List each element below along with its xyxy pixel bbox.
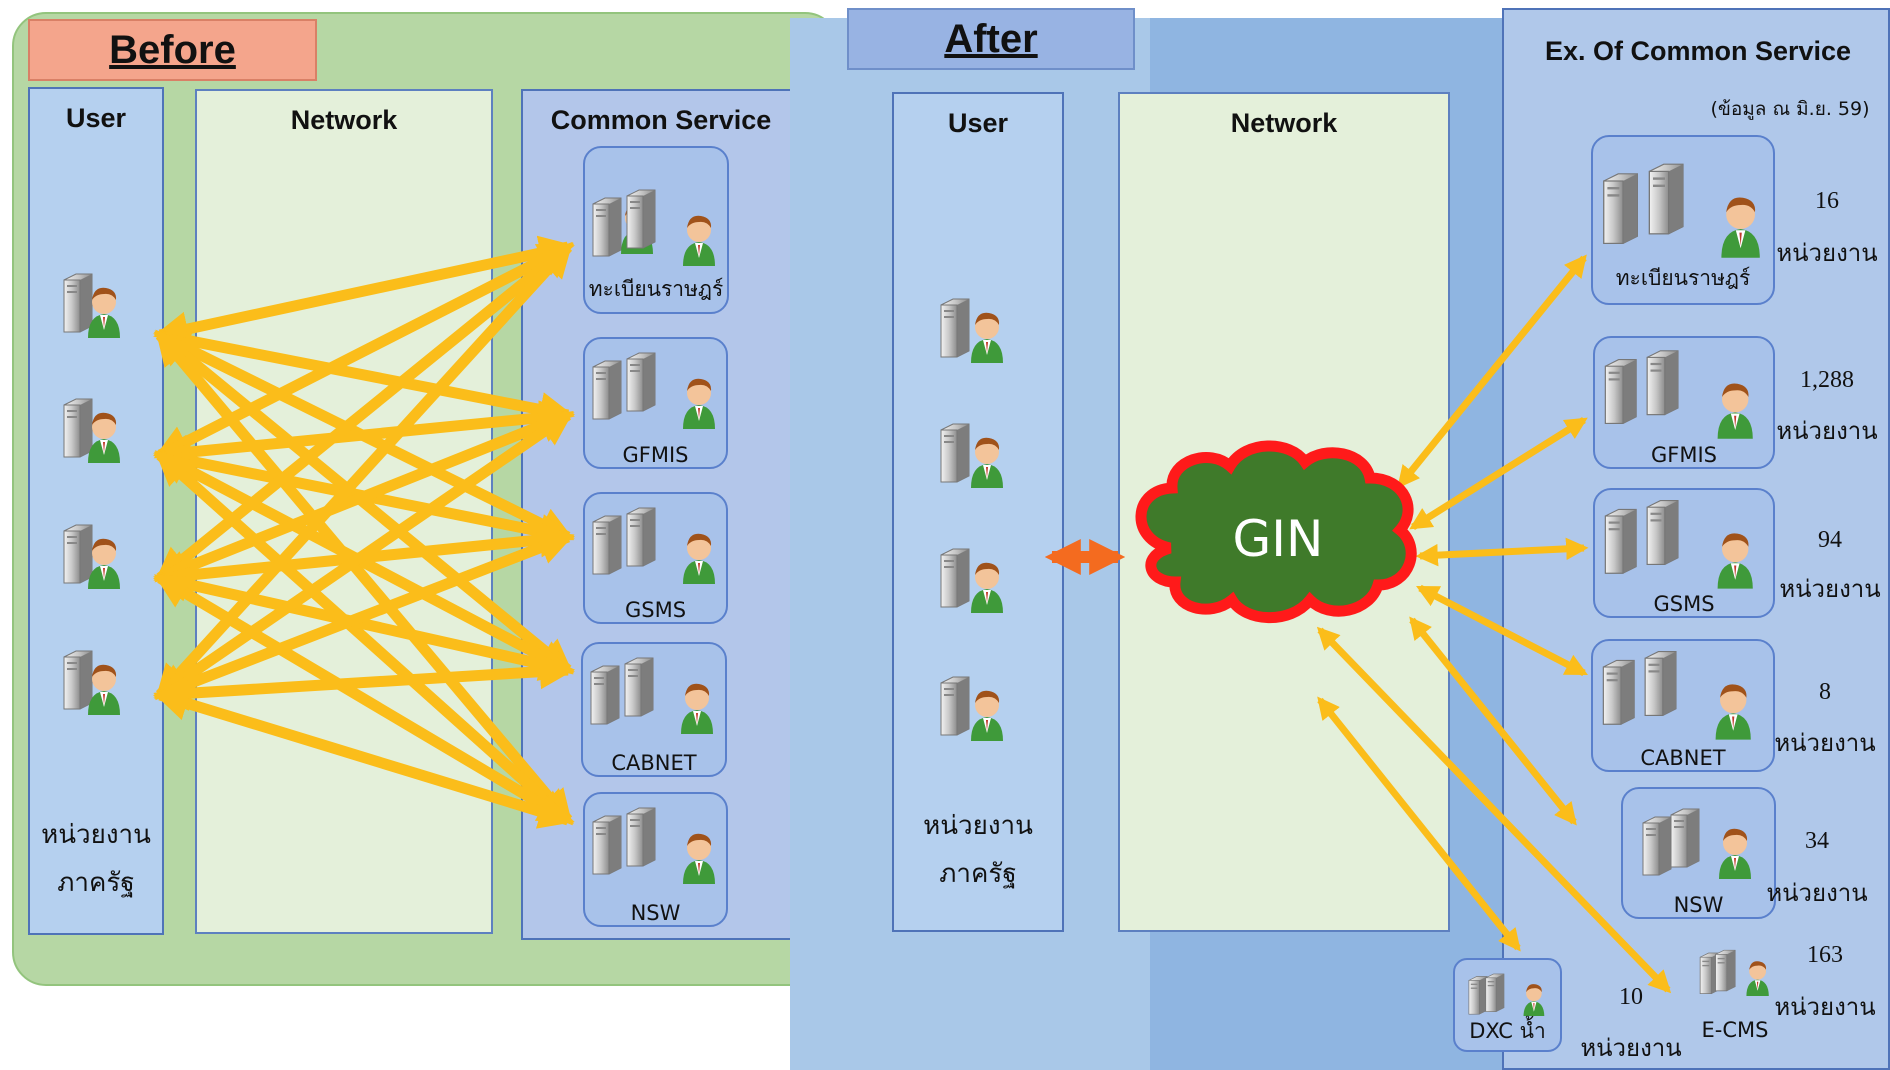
after-service-label-1: GFMIS <box>1651 443 1717 467</box>
before-service-label-3: CABNET <box>611 751 697 775</box>
before-service-label-0: ทะเบียนราษฎร์ <box>588 277 724 301</box>
gin-link-arrow <box>1316 626 1672 994</box>
count-unit-3: หน่วยงาน <box>1774 729 1876 757</box>
before-service-label-2: GSMS <box>624 598 687 622</box>
gin-label: GIN <box>1232 510 1324 568</box>
before-service-box-3: CABNET <box>581 642 727 777</box>
after-title: After <box>944 17 1038 61</box>
after-service-label-2: GSMS <box>1653 592 1715 616</box>
gin-link-arrow <box>1317 696 1521 952</box>
count-unit-2: หน่วยงาน <box>1779 575 1881 603</box>
before-title: Before <box>109 28 236 72</box>
count-value-5: 163 <box>1807 942 1843 968</box>
ex-common-service-title: Ex. Of Common Service <box>1544 36 1852 66</box>
before-user-column: User หน่วยงาน ภาครัฐ <box>28 87 164 935</box>
gin-cloud-icon <box>1135 440 1417 624</box>
before-label: Before <box>28 19 317 81</box>
gin-link-arrow <box>1409 616 1577 826</box>
count-value-2: 94 <box>1818 527 1842 553</box>
after-service-box-2: GSMS <box>1593 488 1775 618</box>
gin-link-arrow <box>1415 537 1589 567</box>
before-unit-line2: ภาครัฐ <box>57 868 135 898</box>
after-label: After <box>847 8 1135 70</box>
dxc-label: DXC น้ำ <box>1469 1019 1546 1043</box>
count-unit-6: หน่วยงาน <box>1580 1034 1682 1062</box>
count-unit-5: หน่วยงาน <box>1774 993 1876 1021</box>
before-common-service-title: Common Service <box>550 105 772 135</box>
before-service-box-0: ทะเบียนราษฎร์ <box>583 146 729 314</box>
after-service-label-0: ทะเบียนราษฎร์ <box>1615 266 1751 290</box>
before-user-title: User <box>65 103 127 133</box>
after-service-label-4: NSW <box>1673 893 1724 917</box>
before-service-box-4: NSW <box>583 792 728 927</box>
count-unit-4: หน่วยงาน <box>1766 879 1868 907</box>
before-service-label-1: GFMIS <box>622 443 689 467</box>
after-user-column: User หน่วยงาน ภาครัฐ <box>892 92 1064 932</box>
count-value-1: 1,288 <box>1800 367 1854 393</box>
count-value-3: 8 <box>1819 679 1831 705</box>
after-service-box-1: GFMIS <box>1593 336 1775 469</box>
before-service-label-4: NSW <box>630 901 681 925</box>
before-service-box-2: GSMS <box>583 492 728 624</box>
after-unit-line2: ภาครัฐ <box>939 859 1017 889</box>
count-unit-1: หน่วยงาน <box>1776 417 1878 445</box>
count-unit-0: หน่วยงาน <box>1776 239 1878 267</box>
before-network-title: Network <box>290 105 398 135</box>
after-unit-line1: หน่วยงาน <box>923 811 1033 841</box>
gin-link-arrow <box>1397 254 1587 489</box>
before-service-box-1: GFMIS <box>583 337 728 469</box>
after-network-title: Network <box>1230 108 1338 138</box>
after-user-title: User <box>947 108 1009 138</box>
before-link-arrow <box>153 686 575 829</box>
before-unit-line1: หน่วยงาน <box>41 820 151 850</box>
after-service-box-0: ทะเบียนราษฎร์ <box>1591 135 1775 305</box>
gin-link-arrow <box>1409 417 1588 530</box>
data-date-note: (ข้อมูล ณ มิ.ย. 59) <box>1710 98 1870 120</box>
count-value-4: 34 <box>1805 828 1829 854</box>
ecms-label: E-CMS <box>1701 1018 1769 1042</box>
count-value-0: 16 <box>1815 188 1839 214</box>
